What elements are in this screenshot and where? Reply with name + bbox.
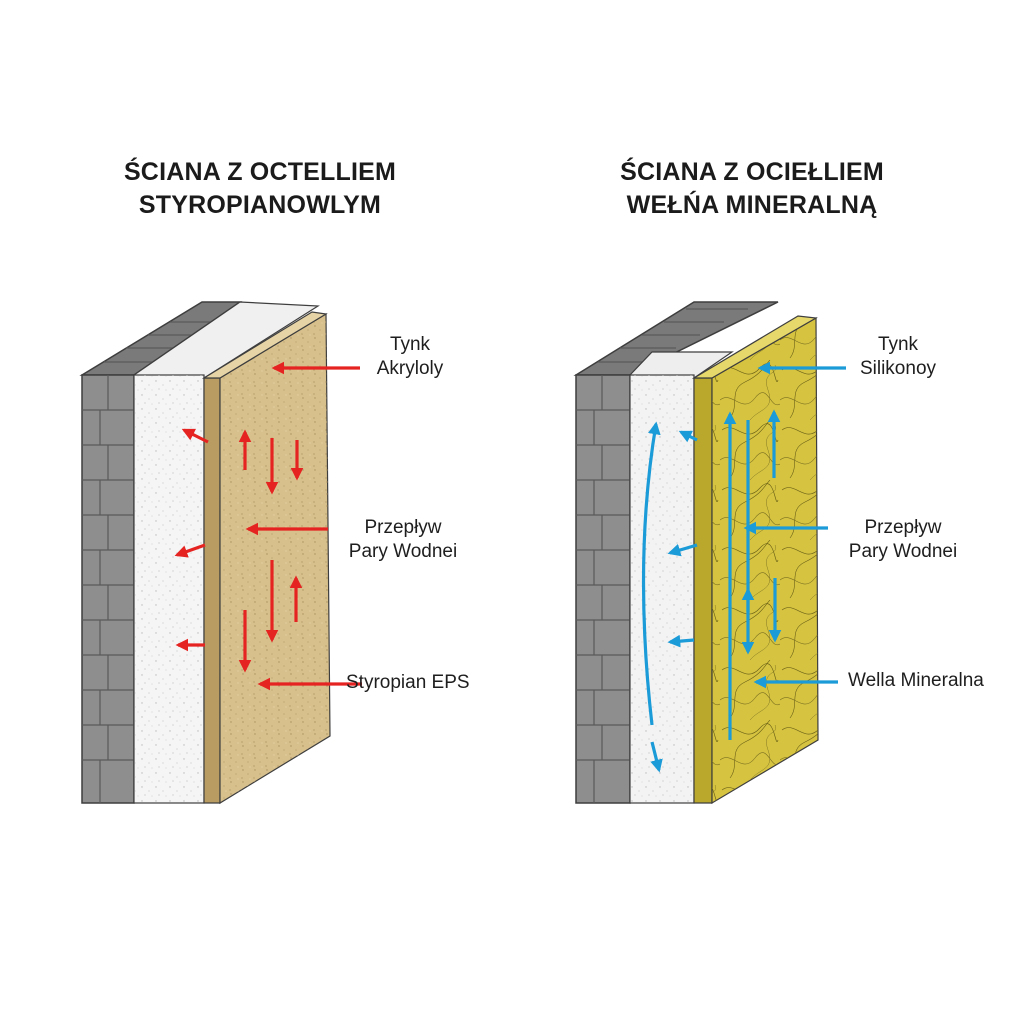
right-title-line2: WEŁŃA MINERALNĄ bbox=[626, 191, 878, 219]
right-brick-joints bbox=[576, 308, 748, 803]
right-label-vapor-line2: Pary Wodnei bbox=[848, 541, 958, 562]
left-title-line1: ŚCIANA Z OCTELLIEM bbox=[123, 158, 397, 186]
left-label-plaster-line2: Akryloly bbox=[376, 358, 444, 379]
right-wall bbox=[573, 301, 819, 805]
left-label-plaster: Tynk Akryloly bbox=[360, 333, 460, 381]
left-wall bbox=[79, 301, 331, 805]
right-title-line1: ŚCIANA Z OCIEŁLIEM bbox=[620, 158, 884, 186]
right-panel-title: ŚCIANA Z OCIEŁLIEM WEŁŃA MINERALNĄ bbox=[552, 156, 952, 222]
right-facade-top bbox=[691, 315, 818, 379]
left-title-line2: STYROPIANOWLYM bbox=[138, 191, 382, 219]
right-label-plaster-line1: Tynk bbox=[877, 334, 919, 355]
left-label-insulation: Styropian EPS bbox=[346, 672, 470, 693]
left-vapor-arrows bbox=[174, 361, 362, 691]
right-facade-edge bbox=[693, 377, 713, 804]
right-label-insulation: Wella Mineralna bbox=[848, 670, 984, 691]
left-label-vapor-line1: Przepływ bbox=[364, 517, 442, 538]
right-label-vapor: Przepływ Pary Wodnei bbox=[830, 516, 976, 564]
right-brick-front bbox=[575, 374, 631, 804]
left-brick-joints bbox=[82, 321, 222, 803]
left-label-plaster-line1: Tynk bbox=[389, 334, 431, 355]
right-label-vapor-line1: Przepływ bbox=[864, 517, 942, 538]
left-panel-title: ŚCIANA Z OCTELLIEM STYROPIANOWLYM bbox=[60, 156, 460, 222]
right-label-plaster-line2: Silikonoy bbox=[859, 358, 937, 379]
left-label-vapor-line2: Pary Wodnei bbox=[348, 541, 458, 562]
right-label-plaster: Tynk Silikonoy bbox=[846, 333, 950, 381]
left-label-vapor: Przepływ Pary Wodnei bbox=[330, 516, 476, 564]
right-vapor-arrows bbox=[641, 361, 846, 773]
left-plaster-top bbox=[201, 311, 328, 379]
